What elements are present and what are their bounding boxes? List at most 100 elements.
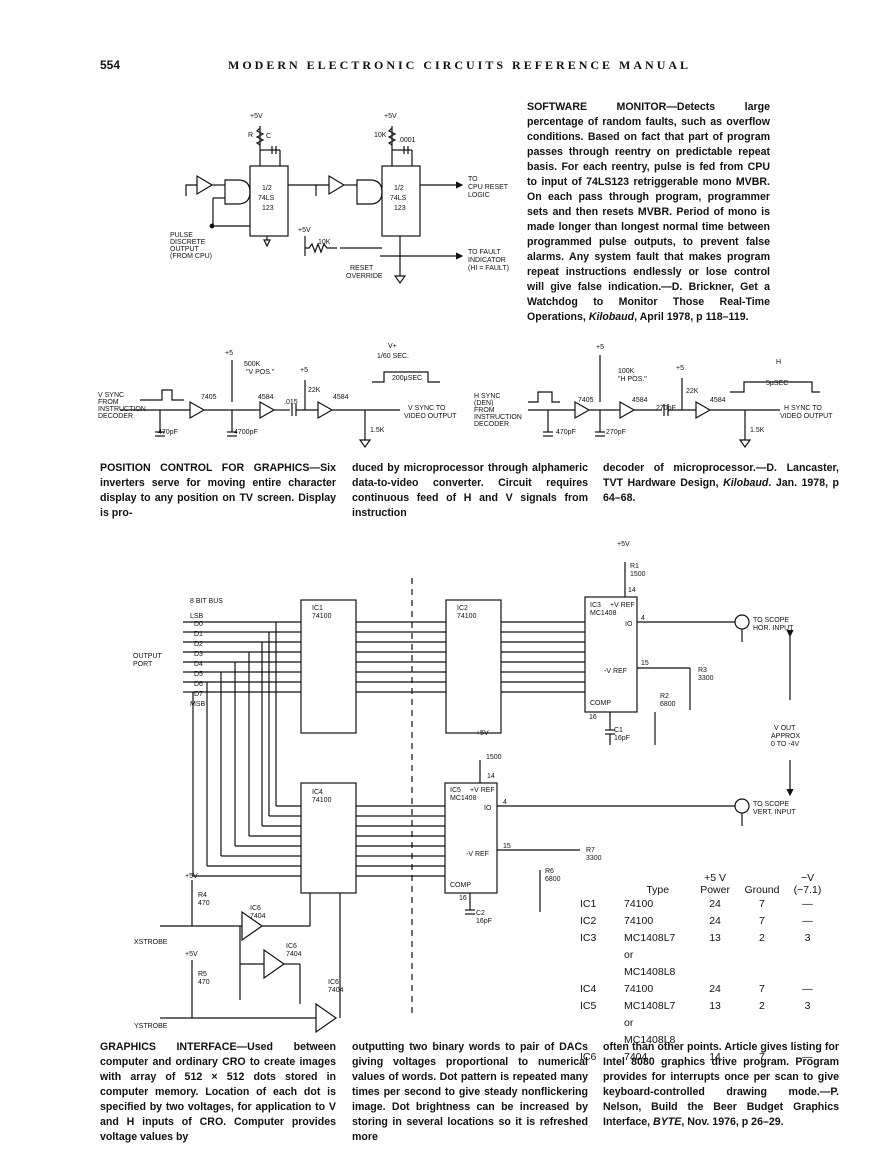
gi-r4-name: R4 [198,892,207,899]
table-row: IC3 MC1408L7 or MC1408L8 13 2 3 [578,930,828,981]
gi-ic6c-type: 7404 [328,987,344,994]
gi-r5-val: 470 [198,979,210,986]
gi-output-port-1: OUTPUT [133,653,163,660]
pc-h-out-2: VIDEO OUTPUT [780,413,833,420]
gi-ic2-type: 74100 [457,613,477,620]
gi-msb: MSB [190,701,206,708]
parts-power: 24 [709,983,721,995]
parts-ic: IC6 [580,1051,597,1063]
ic1-box [300,599,357,734]
gi-ic3-comp: COMP [590,700,611,707]
pc-h-sync-5: DECODER [474,421,509,428]
gi-r6-name: R6 [545,868,554,875]
page-number: 554 [100,58,121,72]
sm-r2-label: 10K [374,132,387,139]
sm-r-label: R [248,132,253,139]
gi-lsb: LSB [190,613,204,620]
sm-c2-label: .0001 [398,137,416,144]
gi-r6-val: 6800 [545,876,561,883]
pc-v-sync-3: INSTRUCTION [98,406,146,413]
gi-r7-name: R7 [586,847,595,854]
pc-h-c2: 270pF [606,429,626,436]
pc-v-pulse: 200μSEC [392,375,422,382]
pc-v-sync-4: DECODER [98,413,133,420]
sm-to-cpu-1: TO [468,176,478,183]
parts-power: 13 [709,932,721,944]
pc-v-c2: 4700pF [234,429,258,436]
position-control-col3b: . Jan. 1978, p 64–68. [603,477,840,504]
gi-ic3-name: IC3 [590,602,601,609]
gi-v-out-3: 0 TO -4V [771,741,799,748]
gi-ic5-name: IC5 [450,787,461,794]
gi-pin15-bottom: 15 [503,843,511,850]
software-monitor-body: —Detects large percentage of random faul… [527,101,770,323]
parts-negv: — [802,983,813,995]
gi-output-port-2: PORT [133,661,153,668]
pc-h-22k: 22K [686,388,699,395]
sm-c-label: C [266,133,271,140]
sm-pulse-2: DISCRETE [170,239,206,246]
pc-h-sync-3: FROM [474,407,495,414]
gi-pin4-top: 4 [641,615,645,622]
sm-reset-1: RESET [350,265,374,272]
ic3-box [584,596,638,713]
parts-ic: IC4 [580,983,597,995]
gi-ic6a-type: 7404 [250,913,266,920]
parts-power: 24 [709,915,721,927]
gi-r1-name: R1 [630,563,639,570]
parts-type: 74100 [624,915,654,927]
parts-ground: 2 [759,1000,765,1012]
sm-chip-a-3: 123 [262,205,274,212]
parts-type: MC1408L7 or MC1408L8 [624,932,676,978]
graphics-interface-col1: —Used between computer and ordinary CRO … [100,1041,336,1143]
gi-plus5v-mid: +5V [476,730,489,737]
and-gate-a [224,179,251,205]
pc-v-out-1: V SYNC TO [408,405,446,412]
ic4-box [300,782,357,894]
graphics-interface-journal: BYTE [653,1116,682,1128]
gi-ic5-vref: +V REF [470,787,495,794]
position-control-col1: —Six inverters serve for moving entire c… [100,462,336,519]
pc-h-pot-1: 100K [618,368,635,375]
position-control-caption-col1: POSITION CONTROL FOR GRAPHICS—Six invert… [100,461,336,521]
pc-v-plus5: +5 [225,350,233,357]
pc-v-sync-1: V SYNC [98,392,124,399]
software-monitor-journal: Kilobaud [588,311,635,323]
parts-ic: IC1 [580,898,597,910]
gi-bit-d0: D0 [194,621,203,628]
parts-negv: — [802,915,813,927]
pc-v-cap: .015 [284,399,298,406]
gi-r5-name: R5 [198,971,207,978]
position-control-schematic [120,355,820,449]
schematic-labels: +5V +5V R C 10K .0001 1/2 74LS 123 1/2 7… [98,113,833,1030]
gi-ic3-neg-vref: -V REF [604,668,627,675]
graphics-interface-caption-col2: outputting two binary words to pair of D… [352,1040,588,1145]
gi-to-vert-1: TO SCOPE [753,801,789,808]
buffer-a [196,174,214,196]
pc-h-sync-4: INSTRUCTION [474,414,522,421]
page-header: 554 MODERN ELECTRONIC CIRCUITS REFERENCE… [100,58,800,78]
pc-v-7405: 7405 [201,394,217,401]
pc-h-c1: 470pF [556,429,576,436]
graphics-interface-caption-col3: often than other points. Article gives l… [603,1040,839,1130]
gi-ic6a-name: IC6 [250,905,261,912]
ic2-box [445,599,502,734]
gi-c2-val: 16pF [476,918,492,925]
gi-ic1-type: 74100 [312,613,332,620]
gi-ic3-vref: +V REF [610,602,635,609]
mono-chip-a [249,165,289,237]
gi-bit-d6: D6 [194,681,203,688]
gi-plus5v-x: +5V [185,873,198,880]
gi-c1-val: 16pF [614,735,630,742]
ic5-box [444,782,498,894]
gi-ic5-neg-vref: -V REF [466,851,489,858]
pc-v-4584a: 4584 [258,394,274,401]
parts-power: 14 [709,1051,721,1063]
gi-r7-val: 3300 [586,855,602,862]
gi-ic4-type: 74100 [312,797,332,804]
gi-r3-val: 3300 [698,675,714,682]
sm-pulse-3: OUTPUT [170,246,200,253]
gi-ic5-io: IO [484,805,492,812]
running-title: MODERN ELECTRONIC CIRCUITS REFERENCE MAN… [228,58,692,72]
